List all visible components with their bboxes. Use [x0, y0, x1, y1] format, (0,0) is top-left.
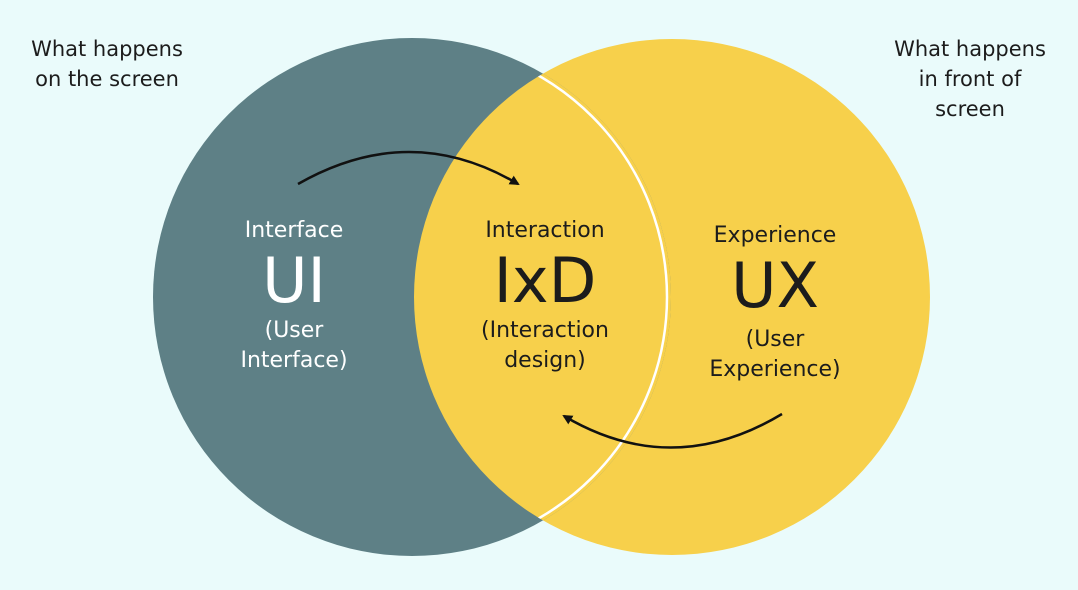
ux-to-ixd-arrow [562, 412, 783, 449]
ux-role-label: Experience [713, 223, 837, 248]
intersection-region [414, 39, 671, 555]
ui-to-ixd-arrow [297, 150, 520, 186]
intersection-outline [414, 40, 669, 554]
ixd-abbreviation: IxD [493, 244, 597, 317]
ux-abbreviation: UX [731, 249, 819, 322]
ui-role-label: Interface [244, 218, 344, 243]
ui-abbreviation: UI [262, 244, 326, 317]
ixd-role-label: Interaction [485, 218, 605, 243]
